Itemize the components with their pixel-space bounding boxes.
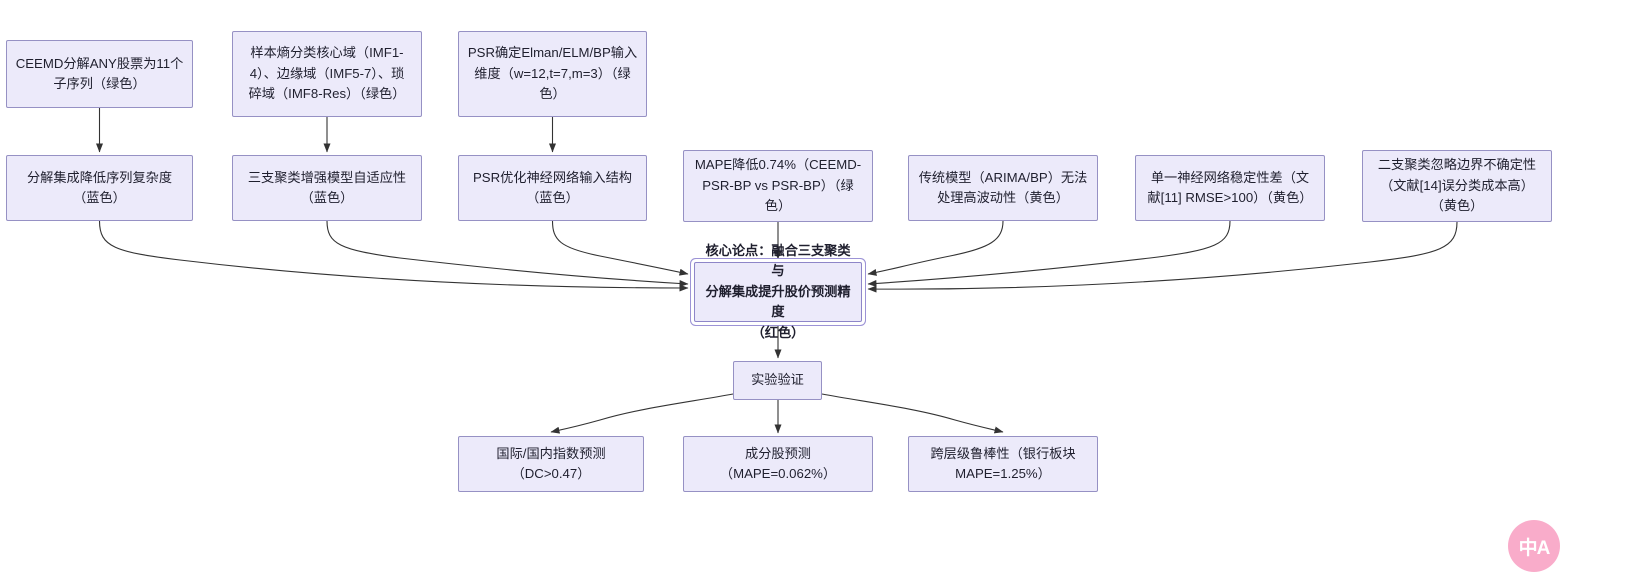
edge-complexity-core — [98, 220, 689, 292]
node-input-structure[interactable]: PSR优化神经网络输入结构 （蓝色） — [458, 155, 647, 221]
node-component-stock-forecast-label: 成分股预测 （MAPE=0.062%） — [719, 445, 837, 481]
node-sample-entropy-label: 样本熵分类核心域（IMF1- 4）、边缘域（IMF5-7）、琐 碎域（IMF8-… — [248, 45, 406, 102]
edge-adaptive-core — [326, 220, 689, 287]
node-component-stock-forecast[interactable]: 成分股预测 （MAPE=0.062%） — [683, 436, 873, 492]
node-sample-entropy[interactable]: 样本熵分类核心域（IMF1- 4）、边缘域（IMF5-7）、琐 碎域（IMF8-… — [232, 31, 422, 117]
node-cross-level-robustness-label: 跨层级鲁棒性（银行板块 MAPE=1.25%） — [930, 445, 1076, 481]
node-experiment-verification[interactable]: 实验验证 — [733, 361, 822, 400]
watermark-badge: 中A — [1508, 520, 1560, 572]
node-complexity-label: 分解集成降低序列复杂度 （蓝色） — [26, 169, 173, 205]
node-mape-reduction[interactable]: MAPE降低0.74%（CEEMD- PSR-BP vs PSR-BP）（绿 色… — [683, 150, 873, 222]
node-core-thesis[interactable]: 核心论点：融合三支聚类与 分解集成提升股价预测精度 （红色） — [694, 243, 862, 340]
node-input-structure-label: PSR优化神经网络输入结构 （蓝色） — [473, 169, 632, 205]
node-adaptive-label: 三支聚类增强模型自适应性 （蓝色） — [247, 169, 407, 205]
node-complexity[interactable]: 分解集成降低序列复杂度 （蓝色） — [6, 155, 193, 221]
node-experiment-verification-label: 实验验证 — [751, 372, 804, 388]
node-traditional-model-label: 传统模型（ARIMA/BP）无法 处理高波动性（黄色） — [918, 169, 1088, 205]
node-adaptive[interactable]: 三支聚类增强模型自适应性 （蓝色） — [232, 155, 422, 221]
node-mape-reduction-label: MAPE降低0.74%（CEEMD- PSR-BP vs PSR-BP）（绿 色… — [694, 157, 862, 214]
edge-two-way-core — [867, 221, 1458, 293]
node-single-neural-network[interactable]: 单一神经网络稳定性差（文 献[11] RMSE>100）（黄色） — [1135, 155, 1325, 221]
edge-single-nn-core — [867, 220, 1231, 287]
edge-structure-core — [551, 220, 689, 276]
node-index-forecast-label: 国际/国内指数预测 （DC>0.47） — [496, 445, 606, 481]
watermark-text: 中A — [1518, 537, 1551, 559]
node-ceemd[interactable]: CEEMD分解ANY股票为11个 子序列（绿色） — [6, 40, 193, 108]
node-two-way-clustering[interactable]: 二支聚类忽略边界不确定性 （文献[14]误分类成本高） （黄色） — [1362, 150, 1552, 222]
node-traditional-model[interactable]: 传统模型（ARIMA/BP）无法 处理高波动性（黄色） — [908, 155, 1098, 221]
node-cross-level-robustness[interactable]: 跨层级鲁棒性（银行板块 MAPE=1.25%） — [908, 436, 1098, 492]
edge-experiment-robustness — [821, 393, 1004, 434]
node-core-thesis-label: 核心论点：融合三支聚类与 分解集成提升股价预测精度 （红色） — [705, 242, 851, 340]
edge-experiment-index — [550, 393, 734, 434]
node-ceemd-label: CEEMD分解ANY股票为11个 子序列（绿色） — [15, 55, 184, 91]
node-index-forecast[interactable]: 国际/国内指数预测 （DC>0.47） — [458, 436, 644, 492]
node-single-neural-network-label: 单一神经网络稳定性差（文 献[11] RMSE>100）（黄色） — [1147, 169, 1313, 205]
node-psr-dimension[interactable]: PSR确定Elman/ELM/BP输入 维度（w=12,t=7,m=3）（绿 色… — [458, 31, 647, 117]
node-two-way-clustering-label: 二支聚类忽略边界不确定性 （文献[14]误分类成本高） （黄色） — [1377, 157, 1537, 214]
node-psr-dimension-label: PSR确定Elman/ELM/BP输入 维度（w=12,t=7,m=3）（绿 色… — [467, 45, 638, 102]
edge-traditional-core — [867, 220, 1004, 276]
